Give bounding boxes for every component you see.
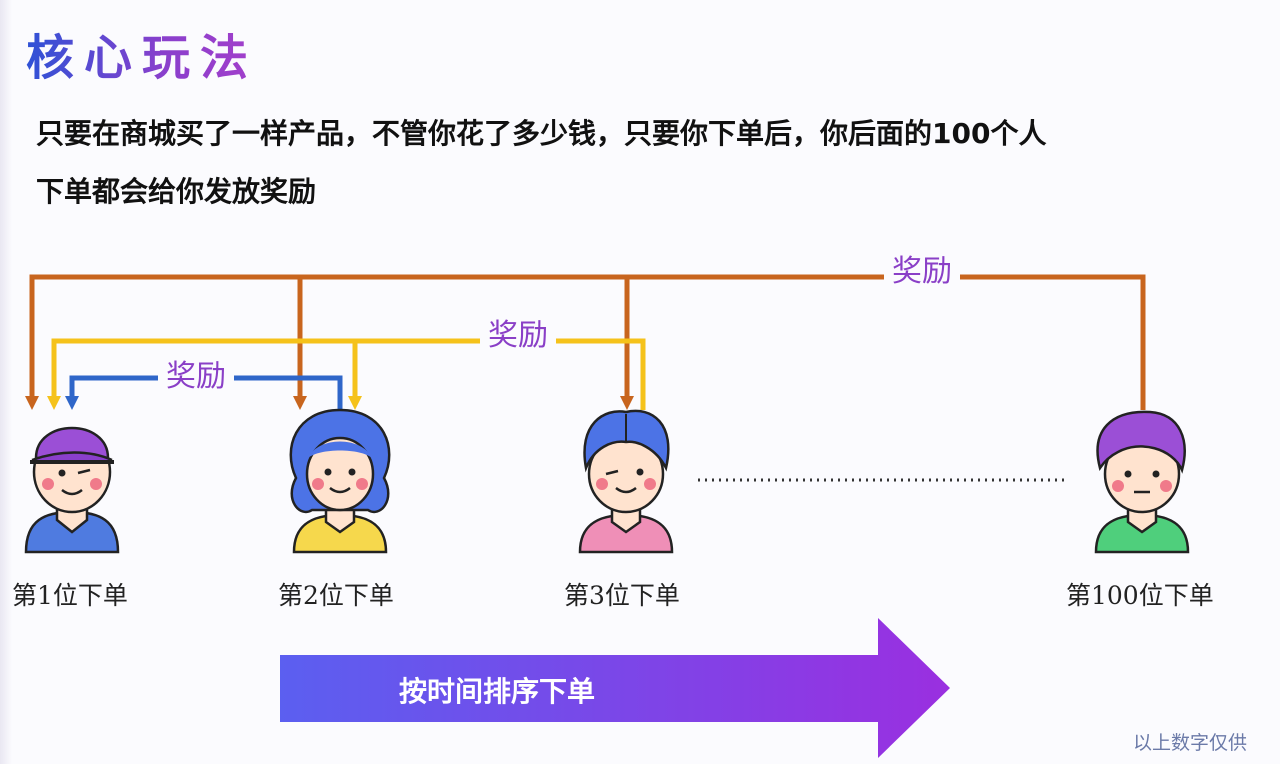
person-label-100: 第100位下单 [1066,581,1214,610]
reward-label-orange: 奖励 [884,257,960,287]
person-label-3: 第3位下单 [564,581,680,610]
yellow-reward-line [51,338,646,410]
timeline-arrow-label: 按时间排序下单 [398,675,595,708]
reward-label-blue: 奖励 [158,362,234,392]
avatar-person-2 [289,408,391,554]
page-title: 核心玩法 [26,18,258,88]
avatar-person-100 [1094,410,1190,554]
reward-label-yellow: 奖励 [480,321,556,351]
timeline-arrow [280,618,950,758]
left-edge-bar [0,0,12,764]
avatar-person-3 [578,409,674,554]
avatar-person-1 [24,426,120,554]
blue-arrowheads [65,396,79,410]
disclaimer-text: 以上数字仅供 [1133,732,1248,754]
person-label-1: 第1位下单 [12,581,128,610]
person-label-2: 第2位下单 [278,581,394,610]
yellow-arrowheads [47,396,362,410]
orange-arrowheads [25,396,634,410]
description-line-1: 只要在商城买了一样产品，不管你花了多少钱，只要你下单后，你后面的100个人 [36,117,1047,150]
description-line-2: 下单都会给你发放奖励 [36,175,317,208]
